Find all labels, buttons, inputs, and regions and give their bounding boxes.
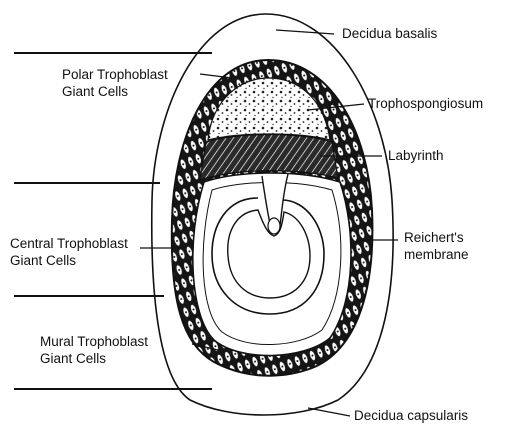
label-polar-tgc-line2: Giant Cells	[62, 84, 128, 100]
label-decidua-basalis: Decidua basalis	[342, 26, 437, 42]
label-labyrinth: Labyrinth	[388, 148, 444, 164]
label-trophospongiosum: Trophospongiosum	[368, 96, 483, 112]
label-polar-tgc-line1: Polar Trophoblast	[62, 67, 168, 83]
label-mural-tgc-line1: Mural Trophoblast	[40, 334, 148, 350]
label-mural-tgc-line2: Giant Cells	[40, 351, 106, 367]
label-central-tgc-line1: Central Trophoblast	[10, 236, 128, 252]
stalk-tip	[268, 218, 280, 234]
leader-decidua-capsularis	[308, 408, 350, 416]
label-decidua-capsularis: Decidua capsularis	[354, 408, 468, 424]
label-central-tgc-line2: Giant Cells	[10, 253, 76, 269]
label-reicherts-line1: Reichert's	[404, 230, 464, 246]
label-reicherts-line2: membrane	[404, 247, 469, 263]
